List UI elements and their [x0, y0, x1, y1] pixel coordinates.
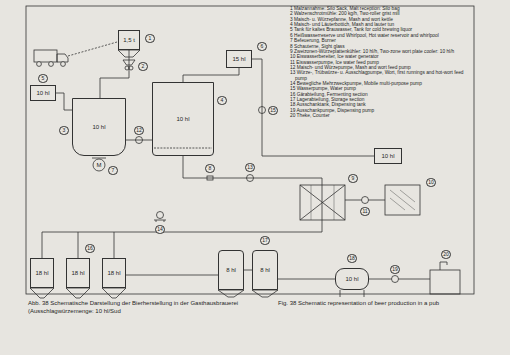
node-label: 8 hl: [260, 267, 270, 273]
truck: [34, 42, 117, 66]
node-label: 10 hl: [381, 153, 394, 159]
storage-tank: 8 hl: [252, 250, 278, 290]
kettle: 10 hl: [72, 98, 126, 156]
callout-number: 18: [347, 254, 357, 263]
callout-number: 7: [108, 166, 118, 175]
node-label: 18 hl: [107, 270, 120, 276]
storage-cones: [218, 290, 278, 297]
pipe: [42, 232, 114, 258]
key-entry: 10 Eiswasserbereiter, Ice water generato…: [290, 54, 472, 59]
key-entry: 13 Würze-, Trübwürze- u. Ausschlagpumpe,…: [290, 70, 472, 81]
key-entry: 11 Eiswasserpumpe, Ice water feed pump: [290, 60, 472, 65]
callout-number: 15: [268, 106, 278, 115]
callout-number: 20: [441, 250, 451, 259]
frame: [26, 6, 474, 294]
key-entry: 5 Tank für kaltes Brauwasser, Tank for c…: [290, 27, 472, 32]
callout-number: 4: [217, 96, 227, 105]
false-bottom: [154, 148, 212, 149]
key-entry: 19 Ausschankpumpe, Dispensing pump: [290, 108, 472, 113]
key-entry: 20 Theke, Counter: [290, 113, 472, 118]
fermenting-tank: 18 hl: [102, 258, 126, 288]
key-entry: 15 Wasserpumpe, Water pump: [290, 86, 472, 91]
pipe-connector: [126, 275, 218, 276]
key-entry: 1 Malzannahme: Silo Sack, Malt reception…: [290, 6, 472, 11]
motor-symbol: [93, 159, 105, 171]
callout-number: 14: [155, 225, 165, 234]
key-entry: 17 Lagerabteilung, Storage section: [290, 97, 472, 102]
caption: Abb. 38 Schematische Darstellung der Bie…: [28, 300, 263, 315]
tank-box: 15 hl: [226, 50, 252, 68]
key-entry: 8 Schauterne, Sight glass: [290, 44, 472, 49]
pipe-connector: [100, 50, 129, 98]
plate-cooler: [300, 185, 345, 220]
lauter-tun: 10 hl: [152, 82, 214, 156]
node-label: 8 hl: [226, 267, 236, 273]
node-label: 10 hl: [36, 90, 49, 96]
pipe-connector: [126, 140, 152, 141]
pipe-connector: [183, 68, 239, 82]
caption-english: Fig. 38 Schematic representation of beer…: [278, 300, 474, 308]
pipe-connector: [114, 156, 322, 258]
legend-list: 1 Malzannahme: Silo Sack, Malt reception…: [290, 6, 472, 119]
callout-number: 16: [85, 244, 95, 253]
callout-number: 17: [260, 236, 270, 245]
node-label: 18 hl: [71, 270, 84, 276]
key-entry: 7 Befeuerung, Burner: [290, 38, 472, 43]
tank-box: 10 hl: [30, 85, 56, 101]
key-entry: 18 Ausschanktank, Dispensing tank: [290, 102, 472, 107]
counter: [369, 262, 460, 294]
burner: [92, 158, 106, 159]
key-entry: 12 Maisch- und Würzepumpe, Mash and wort…: [290, 65, 472, 70]
callout-number: 1: [145, 34, 155, 43]
key-entry: 4 Maisch- und Läuterbottich, Mash and la…: [290, 22, 472, 27]
tank-box: 10 hl: [374, 148, 402, 164]
node-label: 1,5 t: [123, 37, 135, 43]
fermenting-cones: [30, 288, 126, 298]
callout-number: 12: [134, 126, 144, 135]
silo-box: 1,5 t: [118, 30, 140, 50]
node-label: 10 hl: [176, 116, 189, 122]
dispensing-tank: 10 hl: [335, 268, 369, 290]
key-entry: 6 Heißwasserreserve und Whirlpool, Hot w…: [290, 33, 472, 38]
callout-number: 13: [245, 163, 255, 172]
callout-number: 10: [426, 178, 436, 187]
callout-number: 6: [257, 42, 267, 51]
ice-water-generator: [345, 185, 420, 215]
callout-number: 11: [360, 207, 370, 216]
key-entry: 9 Zweizonen-Würzeplattenkühler: 10 hl/h,…: [290, 49, 472, 54]
node-label: 10 hl: [345, 276, 358, 282]
pipe-connector: [56, 93, 72, 110]
node-label: 15 hl: [232, 56, 245, 62]
storage-tank: 8 hl: [218, 250, 244, 290]
callout-number: 9: [348, 174, 358, 183]
callout-number: 5: [38, 74, 48, 83]
node-label: 10 hl: [92, 124, 105, 130]
fermenting-tank: 18 hl: [30, 258, 54, 288]
mobile-pump: [154, 212, 166, 223]
key-entry: 14 Bewegliche Mehrzweckpumpe, Mobile mul…: [290, 81, 472, 86]
callout-number: 3: [59, 126, 69, 135]
key-entry: 3 Maisch- u. Würzepfanne, Mash and wort …: [290, 17, 472, 22]
fermenting-tank: 18 hl: [66, 258, 90, 288]
callout-number: 8: [205, 164, 215, 173]
node-label: 18 hl: [35, 270, 48, 276]
callout-number: 2: [138, 62, 148, 71]
key-entry: 16 Gärabteilung, Fermenting section: [290, 92, 472, 97]
tank-legs: [340, 290, 364, 297]
callout-number: 19: [390, 265, 400, 274]
key-entry: 2 Walzenschrotmühle: 200 kg/h, Two-rolle…: [290, 11, 472, 16]
motor-label: M: [97, 162, 102, 168]
pipe-connector: [278, 279, 335, 280]
pipe-connector: [244, 270, 252, 271]
